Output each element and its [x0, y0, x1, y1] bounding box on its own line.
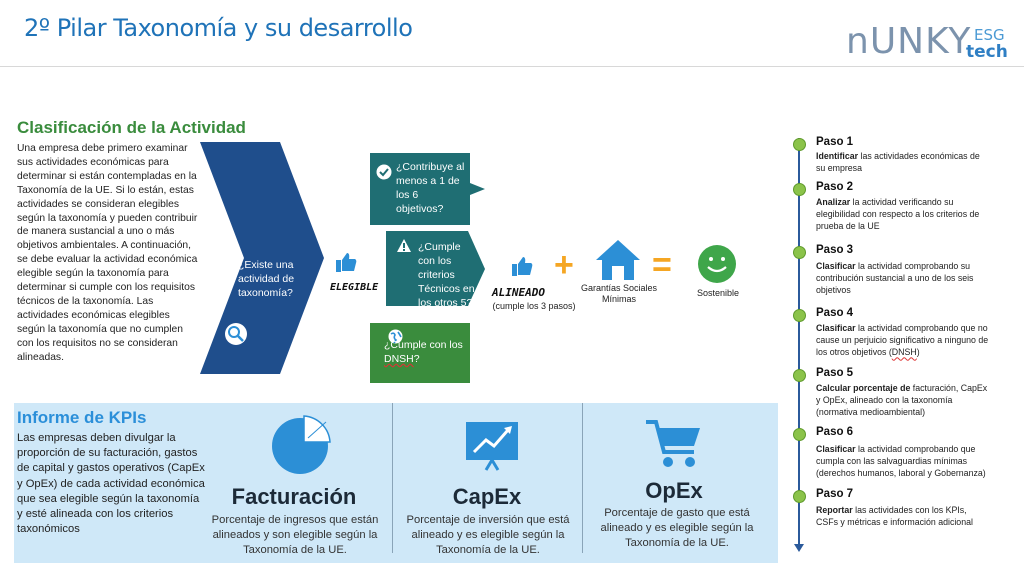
step-dot [793, 246, 806, 259]
kpi-panel [14, 403, 778, 563]
step-title: Paso 6 [816, 426, 854, 438]
page-title: 2º Pilar Taxonomía y su desarrollo [24, 14, 413, 42]
criterion-dnsh-suffix: ? [413, 353, 420, 365]
warning-icon [397, 239, 411, 252]
plus-sign: + [554, 246, 574, 284]
step-desc: Clasificar la actividad comprobando su c… [816, 260, 991, 297]
clasificacion-text: Una empresa debe primero examinar sus ac… [17, 143, 198, 363]
kpi-text: Las empresas deben divulgar la proporció… [17, 432, 205, 536]
step-title: Paso 2 [816, 181, 854, 193]
step-desc: Clasificar la actividad comprobando que … [816, 443, 991, 480]
step-dot [793, 369, 806, 382]
check-circle-icon [376, 164, 392, 180]
criterion-dnsh: ¿Cumple con los DNSH? [384, 338, 468, 366]
company-logo: nUNKY ESG tech [846, 21, 1008, 68]
step-desc-rest: las actividades con los KPIs, CSFs y mét… [816, 505, 973, 528]
step-desc: Clasificar la actividad comprobando que … [816, 322, 991, 359]
logo-tech-label: tech [966, 42, 1008, 62]
thumbs-up-icon [336, 253, 357, 272]
step-desc-rest: la actividad comprobando su contribución… [816, 261, 974, 296]
step-title: Paso 3 [816, 244, 854, 256]
clasificacion-title: Clasificación de la Actividad [17, 118, 246, 137]
pie-chart-icon [272, 415, 331, 474]
sostenible-label: Sostenible [696, 288, 740, 298]
shopping-cart-icon [646, 420, 700, 467]
step-desc: Identificar las actividades económicas d… [816, 150, 991, 174]
step-desc-rest: la actividad comprobando que cumpla con … [816, 444, 986, 479]
smiley-icon [698, 245, 736, 283]
step-desc-bold: Calcular porcentaje de [816, 383, 911, 393]
step-dot [793, 309, 806, 322]
kpi-title: Informe de KPIs [17, 408, 147, 427]
step-desc-rest: la actividad verificando su elegibilidad… [816, 197, 980, 232]
step-title: Paso 1 [816, 136, 854, 148]
house-icon [596, 240, 640, 280]
step-desc-bold: Clasificar [816, 261, 856, 271]
header-divider [0, 66, 1024, 67]
step-desc-rest: las actividades económicas de su empresa [816, 151, 980, 174]
criterion-dnsh-prefix: ¿Cumple con los [384, 339, 463, 351]
kpi-card-desc: Porcentaje de ingresos que están alinead… [211, 514, 379, 556]
alineado-note: (cumple los 3 pasos) [492, 301, 576, 311]
step-dot [793, 428, 806, 441]
steps-timeline [798, 138, 800, 548]
kpi-card-name: Facturación [231, 484, 357, 509]
step-desc-bold: Clasificar [816, 444, 856, 454]
trend-chart-icon [466, 422, 518, 471]
step-desc-bold: Clasificar [816, 323, 856, 333]
step-desc-rest: la actividad comprobando que no cause un… [816, 323, 989, 358]
globe-icon [388, 329, 403, 344]
step-desc-bold: Identificar [816, 151, 859, 161]
step-desc-tail: ) [916, 347, 920, 358]
step-dot [793, 183, 806, 196]
kpi-divider [392, 403, 393, 553]
logo-wordmark: nUNKY [846, 21, 972, 62]
kpi-card-desc: Porcentaje de gasto que está alineado y … [600, 507, 754, 549]
step-dot [793, 490, 806, 503]
arrow-down-icon [794, 544, 804, 552]
step-title: Paso 4 [816, 307, 854, 319]
step-title: Paso 7 [816, 488, 854, 500]
garantias-label: Garantías Sociales Mínimas [580, 283, 658, 304]
question-chevron [200, 142, 324, 374]
step-desc: Reportar las actividades con los KPIs, C… [816, 504, 991, 528]
kpi-card-name: CapEx [452, 484, 522, 509]
logo-esg-label: ESG [974, 26, 1005, 44]
step-desc-bold: Analizar [816, 197, 851, 207]
thumbs-up-icon [512, 257, 533, 276]
elegible-label: ELEGIBLE [330, 282, 379, 293]
criterion-contribuye: ¿Contribuye al menos a 1 de los 6 objeti… [396, 161, 465, 215]
step-desc: Analizar la actividad verificando su ele… [816, 196, 991, 233]
equals-sign: = [652, 246, 672, 284]
criterion-cumple-criterios: ¿Cumple con los criterios Técnicos en lo… [418, 241, 475, 309]
step-desc: Calcular porcentaje de facturación, CapE… [816, 382, 991, 419]
step-desc-acronym: DNSH [891, 347, 917, 358]
alineado-label: ALINEADO [492, 286, 545, 299]
kpi-card-name: OpEx [645, 478, 703, 503]
criterion-dnsh-acronym: DNSH [384, 353, 414, 365]
step-desc-rest: facturación, CapEx y OpEx, alineado con … [816, 383, 988, 418]
question-text: ¿Existe una actividad de taxonomía? [238, 259, 295, 299]
kpi-divider [582, 403, 583, 553]
kpi-card-desc: Porcentaje de inversión que está alinead… [406, 514, 570, 556]
step-desc-bold: Reportar [816, 505, 853, 515]
search-icon [225, 323, 247, 345]
step-dot [793, 138, 806, 151]
step-title: Paso 5 [816, 367, 854, 379]
